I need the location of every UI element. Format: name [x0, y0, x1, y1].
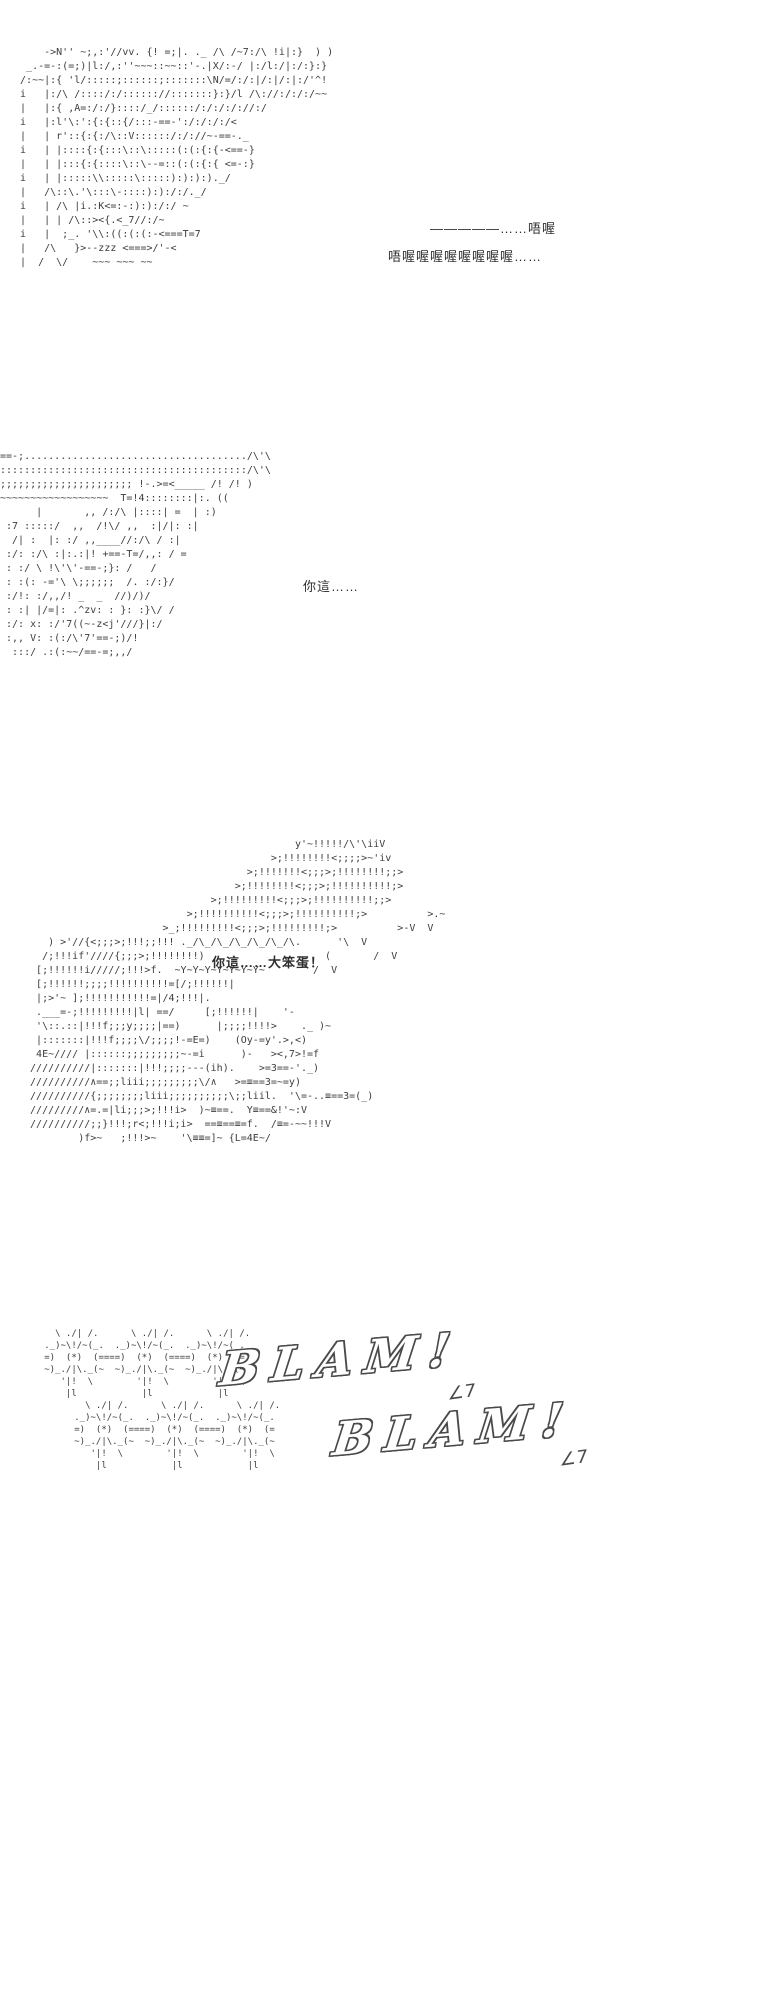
ascii-art-panel-1: ->N'' ~;,:'//vv. {! =;|. ._ /\ /~7:/\ !i… [20, 47, 334, 268]
sfx-blam-1: BLAM! [216, 1321, 466, 1397]
ascii-art-panel-3: y'~!!!!!/\'\iiV >;!!!!!!!!<;;;;>~'iv >;!… [30, 839, 446, 1144]
dialogue-groan-short: ―――――……唔喔 [430, 221, 557, 236]
sfx-blam-2-flourish: ∠7 [559, 1446, 589, 1471]
ascii-art-panel-2: ==-;....................................… [0, 451, 271, 658]
ascii-art-explosion-1: \ ./| /. \ ./| /. \ ./| /. ._)~\!/~(_. .… [44, 1329, 251, 1399]
ascii-art-explosion-2: \ ./| /. \ ./| /. \ ./| /. ._)~\!/~(_. .… [74, 1401, 281, 1471]
dialogue-bubble-dabendan: 你這……大笨蛋！ [212, 955, 325, 970]
dialogue-groan-long: 唔喔喔喔喔喔喔喔喔…… [388, 249, 543, 264]
dialogue-ni-zhe: 你這…… [303, 579, 360, 594]
sfx-blam-2: BLAM! [329, 1391, 579, 1467]
